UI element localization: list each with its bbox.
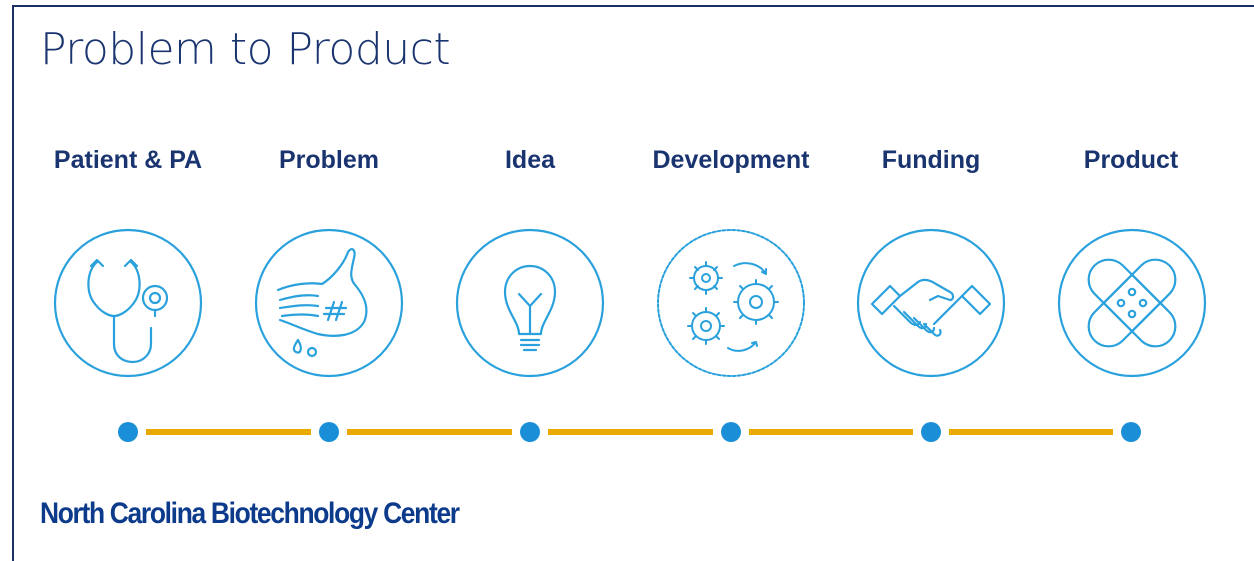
lightbulb-icon <box>453 226 607 380</box>
step-label-patient: Patient & PA <box>53 146 203 174</box>
step-label-funding: Funding <box>881 146 981 174</box>
timeline-dot-3 <box>520 422 540 442</box>
step-label-product: Product <box>1083 146 1179 174</box>
timeline-dot-5 <box>921 422 941 442</box>
step-label-development: Development <box>652 146 810 174</box>
slide-frame-left <box>12 5 14 561</box>
gears-icon <box>654 226 808 380</box>
timeline-dot-1 <box>118 422 138 442</box>
organization-logo-text: North Carolina Biotechnology Center <box>40 497 460 530</box>
slide-frame-top <box>12 5 1254 7</box>
step-label-problem: Problem <box>278 146 380 174</box>
handshake-icon <box>854 226 1008 380</box>
hand-icon <box>252 226 406 380</box>
bandage-icon <box>1055 226 1209 380</box>
timeline-dot-4 <box>721 422 741 442</box>
slide-title: Problem to Product <box>40 24 451 75</box>
stethoscope-icon <box>51 226 205 380</box>
step-label-idea: Idea <box>504 146 556 174</box>
timeline-dot-2 <box>319 422 339 442</box>
timeline-dot-6 <box>1121 422 1141 442</box>
timeline <box>0 415 1254 449</box>
